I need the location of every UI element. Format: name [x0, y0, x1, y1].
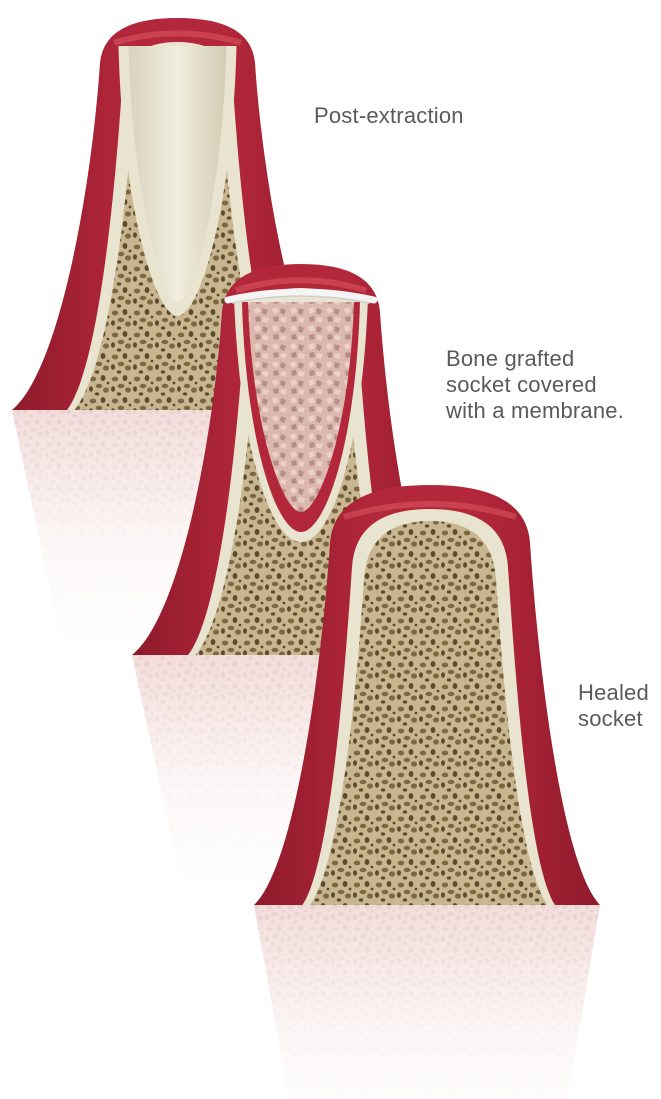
bone-grafted-label: Bone grafted socket covered with a membr…	[446, 346, 624, 424]
post-extraction-label: Post-extraction	[314, 103, 464, 129]
healed-socket-label: Healed socket	[578, 680, 649, 732]
healed-socket-reflection	[249, 905, 605, 1099]
